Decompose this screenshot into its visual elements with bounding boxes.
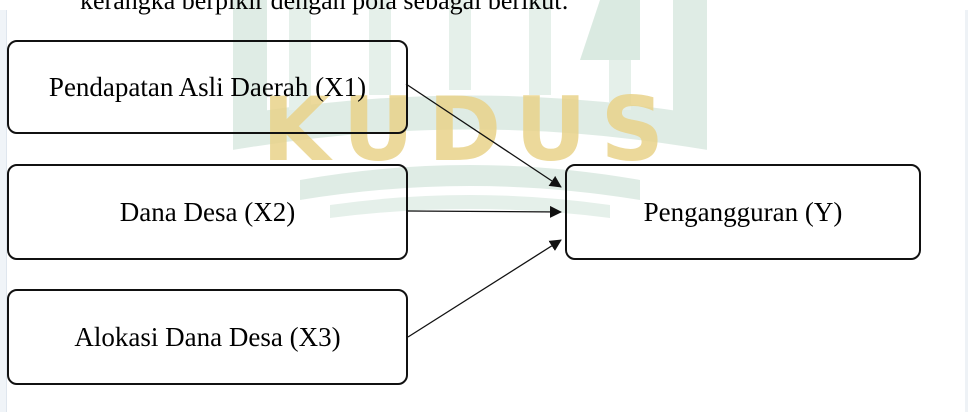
variable-label-x3: Alokasi Dana Desa (X3) [74, 321, 341, 352]
variable-box-x1: Pendapatan Asli Daerah (X1) [7, 40, 408, 134]
variable-box-x3: Alokasi Dana Desa (X3) [7, 289, 408, 385]
page-right-edge [965, 10, 968, 412]
page-left-edge [0, 10, 7, 412]
variable-label-y: Pengangguran (Y) [643, 196, 843, 227]
arrow-x3-to-y [407, 239, 562, 338]
variable-box-x2: Dana Desa (X2) [7, 164, 408, 260]
intro-text: kerangka berpikir dengan pola sebagai be… [80, 0, 569, 15]
variable-label-x1: Pendapatan Asli Daerah (X1) [48, 71, 367, 102]
arrow-x1-to-y [405, 83, 562, 188]
arrow-x2-to-y [407, 205, 562, 218]
variable-box-y: Pengangguran (Y) [565, 164, 921, 260]
svg-text:KUDUS: KUDUS [262, 78, 678, 181]
variable-label-x2: Dana Desa (X2) [119, 196, 296, 227]
